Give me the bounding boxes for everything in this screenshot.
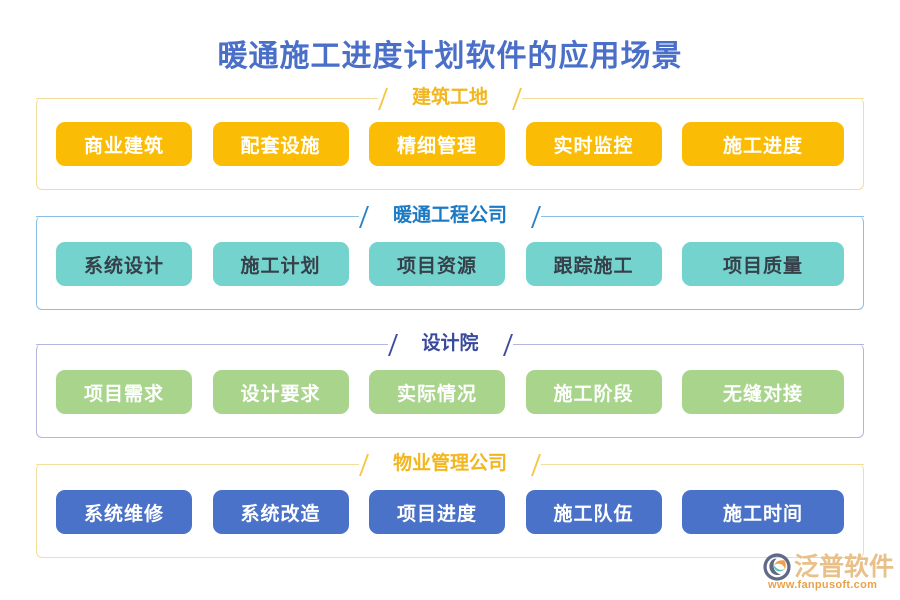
tag-item[interactable]: 项目进度	[369, 490, 505, 534]
section-frame	[36, 98, 864, 190]
tag-item[interactable]: 实时监控	[525, 122, 662, 166]
section-top-rule-right	[512, 344, 864, 345]
tag-item[interactable]: 实际情况	[369, 370, 505, 414]
brand-name: 泛普软件	[794, 552, 895, 581]
tag-item[interactable]: 项目需求	[56, 370, 192, 414]
fanpu-circle-logo-icon	[762, 552, 792, 582]
section-top-rule-right	[541, 216, 864, 217]
section-design-institute: 设计院 项目需求 设计要求 实际情况 施工阶段 无缝对接	[36, 332, 864, 438]
tag-item[interactable]: 施工计划	[212, 242, 349, 286]
section-hvac-engineering-company: 暖通工程公司 系统设计 施工计划 项目资源 跟踪施工 项目质量	[36, 204, 864, 310]
tag-item[interactable]: 施工进度	[682, 122, 844, 166]
tag-row: 系统设计 施工计划 项目资源 跟踪施工 项目质量	[36, 242, 864, 286]
tag-item[interactable]: 系统设计	[56, 242, 192, 286]
tag-row: 项目需求 设计要求 实际情况 施工阶段 无缝对接	[36, 370, 864, 414]
tag-row: 系统维修 系统改造 项目进度 施工队伍 施工时间	[36, 490, 864, 534]
tag-item[interactable]: 施工队伍	[525, 490, 662, 534]
section-top-rule-left	[36, 216, 359, 217]
section-title: 物业管理公司	[392, 453, 507, 474]
section-title: 暖通工程公司	[392, 205, 507, 226]
section-top-rule-left	[36, 98, 378, 99]
tag-item[interactable]: 项目资源	[369, 242, 505, 286]
tag-row: 商业建筑 配套设施 精细管理 实时监控 施工进度	[36, 122, 864, 166]
section-top-rule-left	[36, 464, 359, 465]
brand-logo: 泛普软件 www.fanpusoft.com	[762, 549, 894, 593]
tag-item[interactable]: 施工时间	[682, 490, 844, 534]
tag-item[interactable]: 施工阶段	[525, 370, 662, 414]
tag-item[interactable]: 配套设施	[212, 122, 349, 166]
tag-item[interactable]: 商业建筑	[56, 122, 192, 166]
section-frame	[36, 464, 864, 558]
tag-item[interactable]: 系统维修	[56, 490, 192, 534]
section-top-rule-right	[541, 464, 864, 465]
section-top-rule-left	[36, 344, 388, 345]
section-property-management-company: 物业管理公司 系统维修 系统改造 项目进度 施工队伍 施工时间	[36, 452, 864, 558]
section-construction-site: 建筑工地 商业建筑 配套设施 精细管理 实时监控 施工进度	[36, 86, 864, 190]
brand-url: www.fanpusoft.com	[768, 578, 878, 591]
tag-item[interactable]: 无缝对接	[682, 370, 844, 414]
tag-item[interactable]: 设计要求	[212, 370, 349, 414]
tag-item[interactable]: 精细管理	[369, 122, 505, 166]
section-top-rule-right	[522, 98, 864, 99]
section-title: 建筑工地	[411, 87, 488, 108]
section-frame	[36, 216, 864, 310]
tag-item[interactable]: 跟踪施工	[525, 242, 662, 286]
tag-item[interactable]: 系统改造	[212, 490, 349, 534]
page-title: 暖通施工进度计划软件的应用场景	[217, 40, 683, 73]
section-title: 设计院	[421, 333, 479, 354]
tag-item[interactable]: 项目质量	[682, 242, 844, 286]
section-frame	[36, 344, 864, 438]
brand-row: 泛普软件	[762, 552, 894, 582]
